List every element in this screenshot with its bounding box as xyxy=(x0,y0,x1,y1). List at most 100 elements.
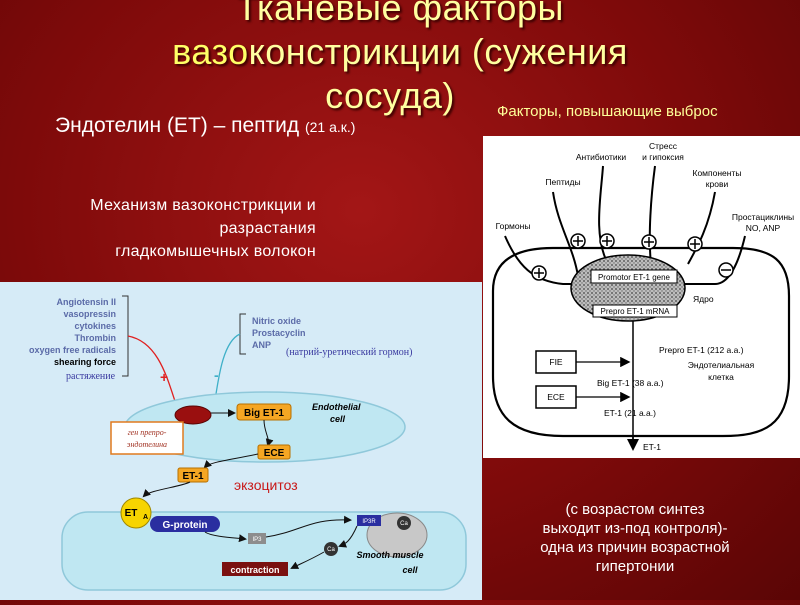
ip3-label: IP3 xyxy=(252,537,262,543)
smooth-muscle-label: cell xyxy=(402,565,418,575)
stimulator-label: cytokines xyxy=(74,321,116,331)
stimulator-label: Angiotensin II xyxy=(57,297,117,307)
components-label: Компоненты xyxy=(693,168,742,178)
stimulator-label: oxygen free radicals xyxy=(29,345,116,355)
et1-label: ET-1 xyxy=(182,471,204,482)
mechanism-line-3: гладкомышечных волокон xyxy=(115,243,316,260)
antibiotics-label: Антибиотики xyxy=(576,152,627,162)
nucleus-label: Ядро xyxy=(693,294,714,304)
gene-box xyxy=(110,421,184,455)
endothelial-label: Эндотелиальная xyxy=(688,360,755,370)
smooth-muscle-label: Smooth muscle xyxy=(356,550,423,560)
fie-label: FIE xyxy=(549,357,563,367)
calcium-label: Ca xyxy=(400,521,408,527)
ip3r-label: IP3R xyxy=(362,519,376,525)
title-highlight: вазо xyxy=(172,31,249,72)
calcium-ion xyxy=(324,542,338,556)
peptides-label: Пептиды xyxy=(545,177,580,187)
mechanism-line-2: разрастания xyxy=(219,220,316,237)
age-note-line: (с возрастом синтез xyxy=(565,501,705,518)
stress-label: Стресс xyxy=(649,141,678,151)
subtitle: Эндотелин (ET) – пептид (21 а.к.) xyxy=(55,114,355,138)
endothelial-cell-outline xyxy=(491,246,791,438)
mrna-box xyxy=(592,304,678,318)
eta-subscript: A xyxy=(143,514,148,521)
et1-to-receptor-arrow xyxy=(142,481,191,498)
title-rest: констрикции (сужения xyxy=(248,31,628,72)
plus-sign: + xyxy=(160,369,168,385)
prepro-endothelin-gene xyxy=(174,405,212,425)
contraction-box xyxy=(222,562,288,576)
stimulator-label: Thrombin xyxy=(75,333,117,343)
subtitle-note: (21 а.к.) xyxy=(304,119,356,135)
subtitle-main: Эндотелин (ET) – пептид xyxy=(55,114,305,137)
ece-label: ECE xyxy=(547,392,565,402)
prepro-et1-label: Prepro ET-1 (212 a.a.) xyxy=(659,345,744,355)
stimuli-labels: Стресс и гипоксия Антибиотики Компоненты… xyxy=(496,141,795,233)
inhibitors-list: Nitric oxide Prostacyclin ANP xyxy=(252,316,306,350)
inhibitors-bracket xyxy=(239,313,246,355)
age-note-line: выходит из-под контроля)- xyxy=(542,520,728,537)
endothelin-synthesis-diagram: Стресс и гипоксия Антибиотики Компоненты… xyxy=(491,141,795,452)
age-note-line: одна из причин возрастной xyxy=(540,539,730,556)
age-note: (с возрастом синтез выходит из-под контр… xyxy=(500,500,770,576)
shearing-force-label: shearing force xyxy=(54,357,116,367)
mrna-label: Prepro ET-1 mRNA xyxy=(601,307,671,316)
prostacyclins-label: Простациклины xyxy=(732,212,794,222)
endothelial-cell-label: Endothelial xyxy=(312,402,361,412)
promotor-box xyxy=(590,269,678,284)
ip3r-box xyxy=(357,515,381,526)
g-protein-to-ip3-arrow xyxy=(204,531,247,543)
gene-box-label: эндотелина xyxy=(127,440,167,449)
gene-box-label: ген препро- xyxy=(128,428,167,437)
mechanism-line-1: Механизм вазоконстрикции и xyxy=(90,197,316,214)
exocytosis-label: экзоцитоз xyxy=(234,477,298,493)
inhibitor-label: Nitric oxide xyxy=(252,316,301,326)
big-et1-label: Big ET-1 (38 a.a.) xyxy=(597,378,664,388)
mechanism-heading: Механизм вазоконстрикции и разрастания г… xyxy=(0,194,316,263)
ece-to-et1-arrow xyxy=(203,453,259,469)
inhibitor-label: Prostacyclin xyxy=(252,328,306,338)
no-anp-label: NO, ANP xyxy=(746,223,781,233)
stimulators-bracket xyxy=(122,295,129,377)
promotor-label: Promotor ET-1 gene xyxy=(598,273,671,282)
hypoxia-label: и гипоксия xyxy=(642,152,684,162)
inhibitor-label: ANP xyxy=(252,340,271,350)
anp-note: (натрий-уретический гормон) xyxy=(286,347,412,358)
ece-label: ECE xyxy=(264,448,285,459)
g-protein-label: G-protein xyxy=(163,520,208,531)
title-line-2: вазоконстрикции (сужения xyxy=(0,30,800,74)
vasoconstriction-mechanism-diagram: Angiotensin II vasopressin cytokines Thr… xyxy=(29,295,467,591)
left-diagram: Angiotensin II vasopressin cytokines Thr… xyxy=(0,282,482,600)
endothelial-cell-label: cell xyxy=(330,414,346,424)
minus-sign: - xyxy=(214,367,219,383)
slide-title: Тканевые факторы вазоконстрикции (сужени… xyxy=(0,0,800,118)
effect-markers xyxy=(531,233,734,281)
calcium-to-contraction-arrow xyxy=(290,551,325,569)
big-et1-label: Big ET-1 xyxy=(244,408,284,419)
calcium-ion xyxy=(397,516,411,530)
title-line-1: Тканевые факторы xyxy=(236,0,564,28)
hormones-label: Гормоны xyxy=(496,221,531,231)
stretch-label: растяжение xyxy=(66,371,116,382)
eta-label: ET xyxy=(125,508,138,519)
et1-box xyxy=(177,467,209,483)
et1-21-label: ET-1 (21 a.a.) xyxy=(604,408,656,418)
calcium-label: Ca xyxy=(327,547,335,553)
stimulate-arrow xyxy=(127,335,181,413)
factors-heading: Факторы, повышающие выброс xyxy=(497,103,718,120)
et1-label: ET-1 xyxy=(643,442,661,452)
sarcoplasmic-store xyxy=(366,512,428,558)
blood-label: крови xyxy=(706,179,729,189)
g-protein-box xyxy=(150,516,220,532)
ip3-to-receptor-arrow xyxy=(265,515,352,538)
eta-receptor xyxy=(120,497,152,529)
stimulators-list: Angiotensin II vasopressin cytokines Thr… xyxy=(29,297,116,367)
right-diagram: Стресс и гипоксия Антибиотики Компоненты… xyxy=(483,136,800,458)
contraction-label: contraction xyxy=(230,565,279,575)
big-et1-to-ece-arrow xyxy=(263,419,274,447)
age-note-line: гипертонии xyxy=(595,558,675,575)
title-line-3: сосуда) xyxy=(325,75,455,116)
endothelial-label: клетка xyxy=(708,372,734,382)
stimulator-label: vasopressin xyxy=(63,309,116,319)
